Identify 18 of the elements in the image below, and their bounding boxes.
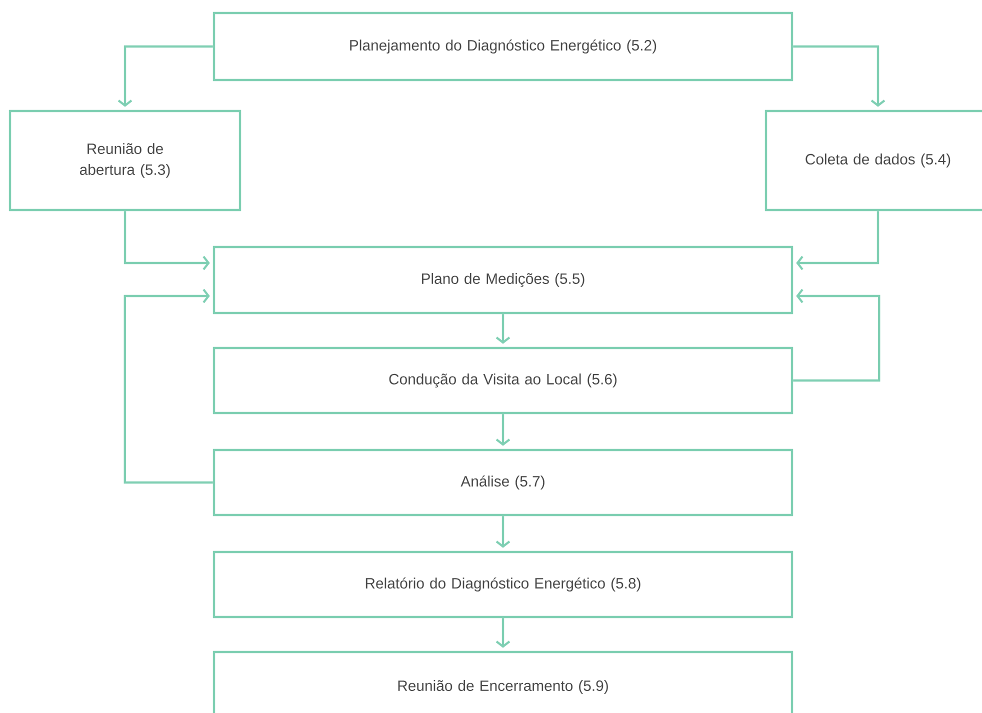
arrow [118,45,213,107]
process-box: Condução da Visita ao Local (5.6) [212,346,794,414]
arrow [496,414,510,446]
arrow [124,288,213,484]
process-box: Análise (5.7) [212,448,794,516]
arrow [496,618,510,648]
process-box: Coleta de dados (5.4) [764,110,982,212]
arrow [793,45,886,107]
arrow [796,211,880,270]
process-box: Relatório do Diagnóstico Energético (5.8) [212,550,794,618]
process-box: Planejamento do Diagnóstico Energético (5.2) [212,12,794,82]
arrow [124,211,210,270]
arrow [496,314,510,344]
arrow [793,288,880,382]
arrow [496,516,510,548]
process-box: Reunião de Encerramento (5.9) [212,650,794,713]
process-box: Reunião de abertura (5.3) [8,110,242,212]
process-box: Plano de Medições (5.5) [212,246,794,314]
